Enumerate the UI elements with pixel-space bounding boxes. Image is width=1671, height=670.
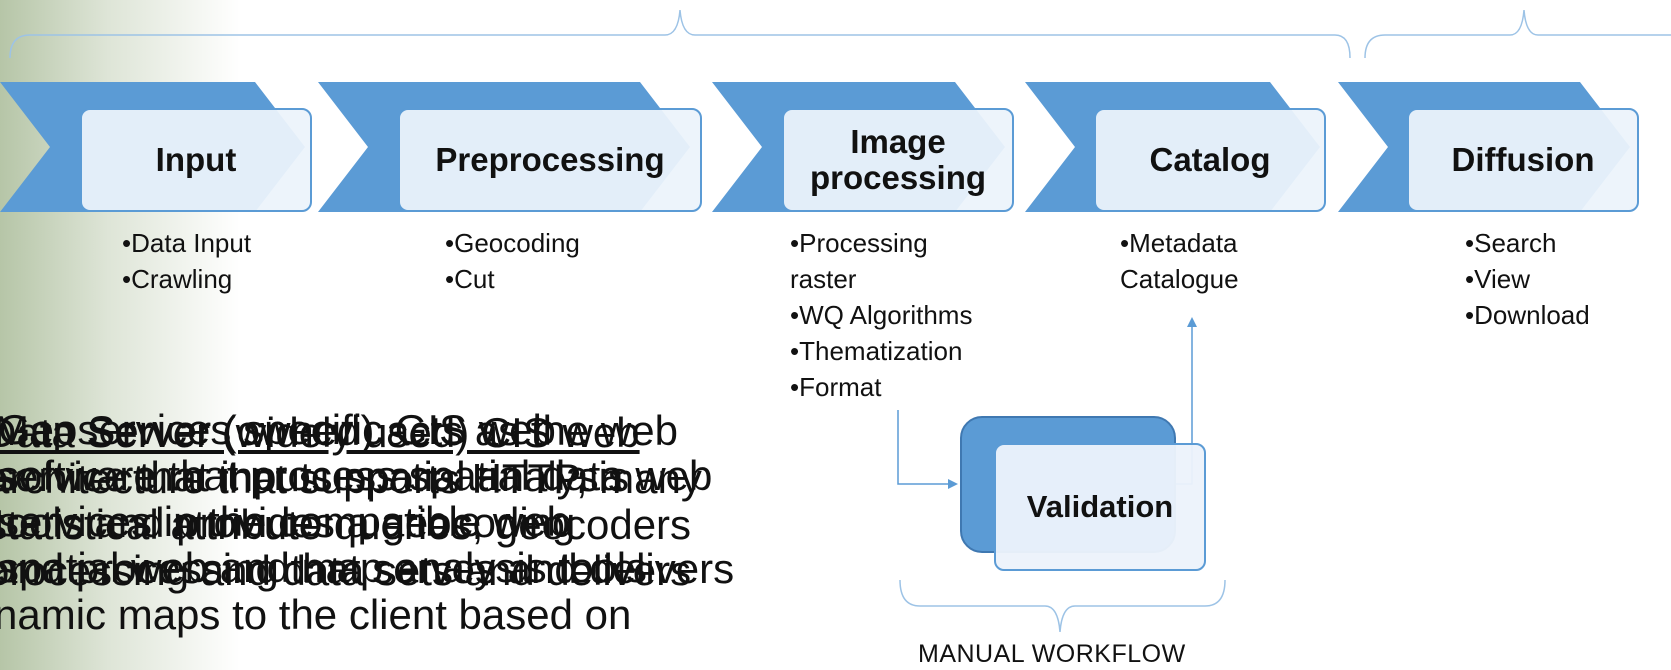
stage-preprocessing-box: Preprocessing (398, 108, 702, 212)
validation-box: Validation (994, 443, 1206, 571)
list-item: •Data Input (122, 228, 252, 258)
connector-to-validation (897, 410, 955, 485)
stage-image-processing-items: •Processing raster •WQ Algorithms •Thema… (790, 225, 972, 405)
list-item: •Format (790, 372, 882, 402)
text-line: and processing that serves and delivers (0, 545, 735, 592)
stage-catalog-title: Catalog (1149, 141, 1271, 178)
text-line: services in the compatible web (0, 498, 570, 545)
text-line: Geoservices specific GIS web (0, 408, 556, 453)
stage-diffusion-items: •Search •View •Download (1465, 225, 1590, 333)
stage-catalog-box: Catalog (1094, 108, 1326, 212)
stage-catalog-items: •Metadata Catalogue (1120, 225, 1239, 297)
top-brace-diffusion (1364, 9, 1671, 59)
list-item: raster (790, 264, 857, 294)
stage-diffusion-box: Diffusion (1407, 108, 1639, 212)
list-item: •Thematization (790, 336, 963, 366)
overlapping-paragraph: Map Server (owned) acts as the web servi… (0, 408, 860, 670)
list-item: •View (1465, 264, 1530, 294)
list-item: •Metadata (1120, 228, 1238, 258)
arrow-to-catalog (1187, 317, 1197, 327)
list-item: •Download (1465, 300, 1590, 330)
text-line: architecture that supports HTTP, many (0, 455, 702, 502)
stage-input-box: Input (80, 108, 312, 212)
text-layer-c: Geoservices specific GIS web software th… (0, 408, 712, 591)
text-line: spatial web and map analysis tools (0, 544, 648, 591)
text-line: processing and data sets and delivers (0, 547, 692, 594)
list-item: •WQ Algorithms (790, 300, 973, 330)
stage-input-items: •Data Input •Crawling (122, 225, 251, 297)
text-line: Data Server (widely used) CIS web (0, 409, 640, 456)
text-layer-a: Map Server (owned) acts as the web servi… (0, 408, 734, 638)
text-line: software that process spatial data web (0, 452, 713, 499)
text-line: namic maps to the client based on (0, 591, 632, 638)
text-layer-b: Data Server (widely used) CIS web archit… (0, 410, 702, 594)
list-item: •Crawling (122, 264, 233, 294)
list-item: •Search (1465, 228, 1557, 258)
text-line: tools and provides a geocoding (0, 499, 576, 546)
stage-image-processing-title: Image processing (809, 123, 987, 196)
stage-diffusion-title: Diffusion (1451, 141, 1595, 178)
list-item: •Cut (445, 264, 495, 294)
list-item: Catalogue (1120, 264, 1239, 294)
arrow-to-validation (948, 479, 958, 489)
stage-preprocessing-title: Preprocessing (435, 141, 665, 178)
stage-input-title: Input (155, 141, 237, 178)
validation-label: Validation (1026, 489, 1174, 524)
bottom-brace-manual (899, 579, 1226, 633)
text-line: statistical attribute queries, geocoders (0, 501, 692, 548)
text-line: Map Server (owned) acts as the web (0, 408, 678, 454)
manual-workflow-caption: MANUAL WORKFLOW (918, 640, 1186, 668)
top-brace-automatic (9, 9, 1351, 59)
stage-image-processing-box: Image processing (782, 108, 1014, 212)
list-item: •Geocoding (445, 228, 580, 258)
text-line: service that inputs spatial analysis (0, 453, 629, 500)
stage-preprocessing-items: •Geocoding •Cut (445, 225, 580, 297)
list-item: •Processing (790, 228, 928, 258)
